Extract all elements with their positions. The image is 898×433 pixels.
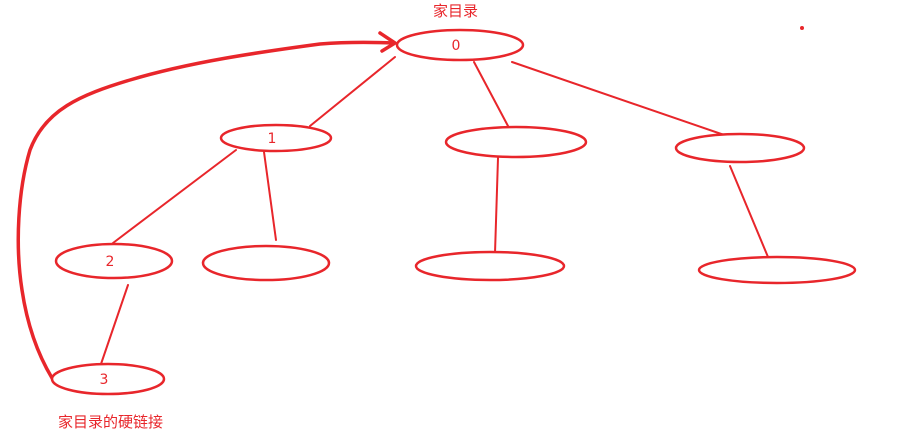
edge-n1-n2b bbox=[263, 151, 277, 241]
edges-layer bbox=[100, 56, 769, 365]
node-ellipse bbox=[414, 250, 566, 282]
tree-node-n1b bbox=[444, 125, 588, 159]
hard-link-layer bbox=[16, 31, 397, 380]
node-ellipse bbox=[444, 125, 588, 159]
edge-n1-n2 bbox=[112, 149, 237, 244]
tree-node-n4b bbox=[697, 255, 857, 285]
node-ellipse bbox=[697, 255, 857, 285]
node-ellipse bbox=[201, 244, 331, 282]
node-ellipse bbox=[674, 132, 806, 164]
tree-node-n1c bbox=[674, 132, 806, 164]
edge-n1b-n3b bbox=[494, 157, 499, 254]
tree-node-n1: 1 bbox=[219, 123, 333, 153]
edge-n0-n1 bbox=[309, 56, 396, 127]
node-label: 0 bbox=[452, 38, 461, 54]
nodes-layer: 0 1 2 3 bbox=[50, 28, 857, 396]
hard-link-arrow bbox=[16, 40, 395, 380]
node-ellipse bbox=[54, 242, 174, 280]
tree-node-n2: 2 bbox=[54, 242, 174, 280]
tree-node-n0: 0 bbox=[395, 28, 525, 62]
stray-dot bbox=[800, 26, 804, 30]
edge-n0-n1b bbox=[473, 61, 509, 127]
tree-node-n3b bbox=[414, 250, 566, 282]
hard-link-caption: 家目录的硬链接 bbox=[58, 413, 164, 431]
edge-n1c-n4b bbox=[729, 165, 769, 258]
tree-node-n2b bbox=[201, 244, 331, 282]
node-label: 3 bbox=[100, 372, 109, 388]
node-label: 1 bbox=[268, 131, 277, 147]
node-ellipse bbox=[50, 362, 166, 396]
node-ellipse bbox=[219, 123, 333, 153]
edge-n2-n3 bbox=[100, 284, 129, 365]
home-directory-title: 家目录 bbox=[433, 2, 479, 20]
node-label: 2 bbox=[106, 254, 115, 270]
node-ellipse bbox=[395, 28, 525, 62]
tree-node-n3: 3 bbox=[50, 362, 166, 396]
edge-n0-n1c bbox=[511, 61, 734, 139]
hard-link-arrowhead bbox=[378, 31, 397, 53]
